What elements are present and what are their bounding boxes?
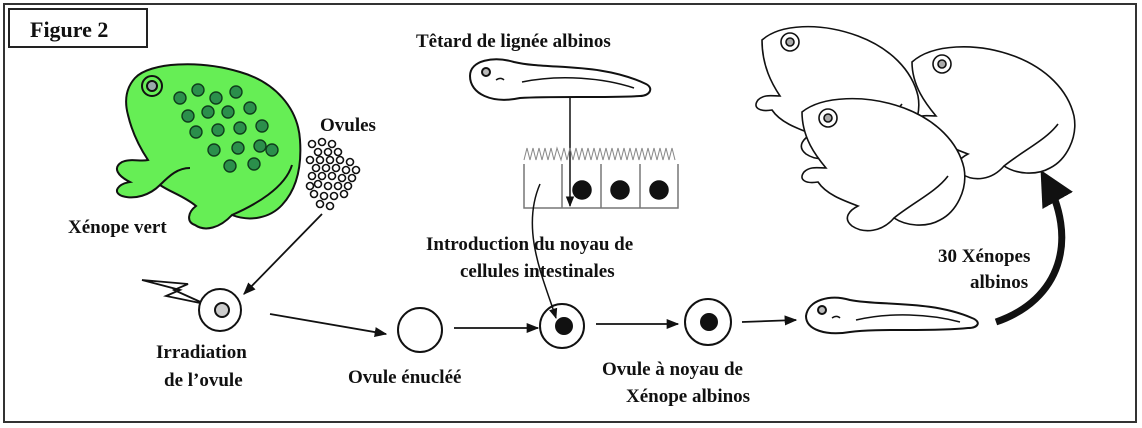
arrow-to-tadpole (742, 320, 796, 322)
nucleus-intro-label-line1: Introduction du noyau de (426, 234, 633, 255)
nucleated-ovule (685, 299, 731, 345)
nucleus-ovule-label-line2: Xénope albinos (626, 386, 750, 407)
nucleus-intro-label-line2: cellules intestinales (460, 261, 615, 282)
albino-count-label-line1: 30 Xénopes (938, 246, 1030, 267)
tadpole-icon (470, 59, 650, 99)
tadpole-title: Têtard de lignée albinos (416, 31, 611, 52)
arrow-to-enucleated (270, 314, 386, 334)
green-frog-icon (117, 64, 300, 228)
albino-count-label-line2: albinos (970, 272, 1028, 293)
injected-ovule (540, 304, 584, 348)
ovules-label: Ovules (320, 115, 376, 136)
enucleated-label: Ovule énucléé (348, 367, 461, 388)
irradiation-label-line2: de l’ovule (164, 370, 243, 391)
figure-label: Figure 2 (30, 17, 108, 42)
intestinal-cells-icon (524, 148, 678, 208)
irradiated-ovule (199, 289, 241, 331)
arrow-ovules-to-irradiation (244, 214, 322, 294)
figure-label-box: Figure 2 (9, 9, 147, 47)
lightning-icon (142, 280, 205, 304)
tadpole-icon (806, 298, 978, 333)
ovules-cluster-icon (307, 139, 360, 210)
irradiation-label-line1: Irradiation (156, 342, 247, 363)
enucleated-ovule (398, 308, 442, 352)
green-frog-label: Xénope vert (68, 217, 167, 238)
nucleus-ovule-label-line1: Ovule à noyau de (602, 359, 743, 380)
